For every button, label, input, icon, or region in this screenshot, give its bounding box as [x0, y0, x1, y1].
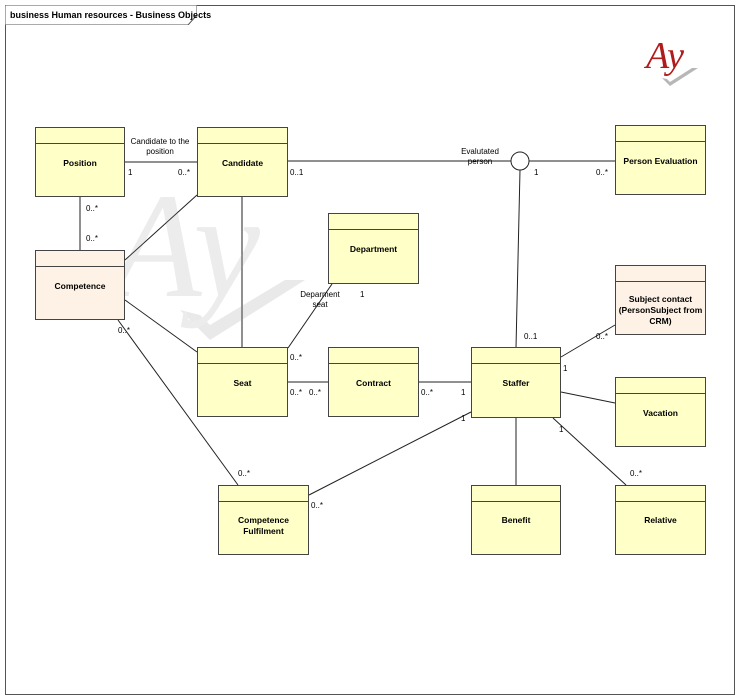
assoc-staffer-fulfilment	[308, 411, 472, 496]
class-competence-fulfilment[interactable]: Competence Fulfilment	[218, 485, 309, 555]
class-name: Competence Fulfilment	[237, 515, 289, 536]
class-name: Seat	[233, 378, 252, 388]
assoc-staffer-relative	[552, 417, 627, 486]
class-staffer[interactable]: Staffer	[471, 347, 561, 418]
assoc-staffer-vacation	[560, 391, 616, 404]
multiplicity: 0..*	[118, 326, 131, 335]
multiplicity: 0..1	[290, 168, 304, 177]
association-class-node	[510, 151, 530, 171]
multiplicity: 0..*	[290, 388, 303, 397]
multiplicity: 1	[534, 168, 539, 177]
watermark-check-icon	[180, 280, 305, 340]
class-name: Department	[349, 244, 398, 254]
multiplicity: 1	[461, 388, 466, 397]
multiplicity: 1	[563, 364, 568, 373]
multiplicity: 0..*	[596, 332, 609, 341]
association-label: Evalutated person	[461, 147, 499, 166]
class-name: Contract	[356, 378, 391, 388]
logo-mark: Ay	[640, 34, 700, 94]
class-seat[interactable]: Seat	[197, 347, 288, 417]
multiplicity: 0..*	[290, 353, 303, 362]
class-name: Competence	[54, 281, 106, 291]
multiplicity: 1	[360, 290, 365, 299]
class-name: Person Evaluation	[623, 156, 698, 166]
class-relative[interactable]: Relative	[615, 485, 706, 555]
logo-text: Ay	[646, 35, 684, 77]
multiplicity: 0..*	[421, 388, 434, 397]
assoc-competence-seat	[124, 299, 198, 353]
class-vacation[interactable]: Vacation	[615, 377, 706, 447]
class-subject-contact[interactable]: Subject contact (PersonSubject from CRM)	[615, 265, 706, 335]
class-name: Subject contact (PersonSubject from CRM)	[618, 294, 703, 326]
class-contract[interactable]: Contract	[328, 347, 419, 417]
assoc-department-seat	[287, 283, 333, 349]
class-position[interactable]: Position	[35, 127, 125, 197]
class-competence[interactable]: Competence	[35, 250, 125, 320]
frame-title-tab	[5, 5, 197, 25]
multiplicity: 0..*	[178, 168, 191, 177]
class-name: Position	[63, 158, 97, 168]
logo-check-icon	[662, 68, 698, 86]
class-name: Vacation	[643, 408, 678, 418]
class-name: Candidate	[221, 158, 264, 168]
multiplicity: 0..*	[238, 469, 251, 478]
class-name: Benefit	[501, 515, 531, 525]
multiplicity: 0..*	[630, 469, 643, 478]
class-name: Relative	[644, 515, 677, 525]
multiplicity: 0..*	[86, 234, 99, 243]
frame-title: business Human resources - Business Obje…	[10, 10, 212, 20]
multiplicity: 0..*	[86, 204, 99, 213]
class-benefit[interactable]: Benefit	[471, 485, 561, 555]
multiplicity: 1	[128, 168, 133, 177]
association-label: Deparment seat	[300, 290, 340, 309]
class-name: Staffer	[502, 378, 530, 388]
multiplicity: 0..*	[596, 168, 609, 177]
multiplicity: 0..*	[311, 501, 324, 510]
multiplicity: 1	[559, 425, 564, 434]
multiplicity: 1	[461, 414, 466, 423]
association-label: Candidate to the position	[130, 137, 190, 156]
assoc-candidate-competence	[124, 194, 198, 261]
class-department[interactable]: Department	[328, 213, 419, 284]
multiplicity: 0..1	[524, 332, 538, 341]
class-person-evaluation[interactable]: Person Evaluation	[615, 125, 706, 195]
watermark: Ay	[110, 163, 310, 360]
assoc-competence-fulfilment	[117, 319, 239, 486]
class-candidate[interactable]: Candidate	[197, 127, 288, 197]
assoc-staffer-subject	[560, 324, 616, 358]
multiplicity: 0..*	[309, 388, 322, 397]
assoc-evaluation-staffer	[515, 169, 521, 349]
